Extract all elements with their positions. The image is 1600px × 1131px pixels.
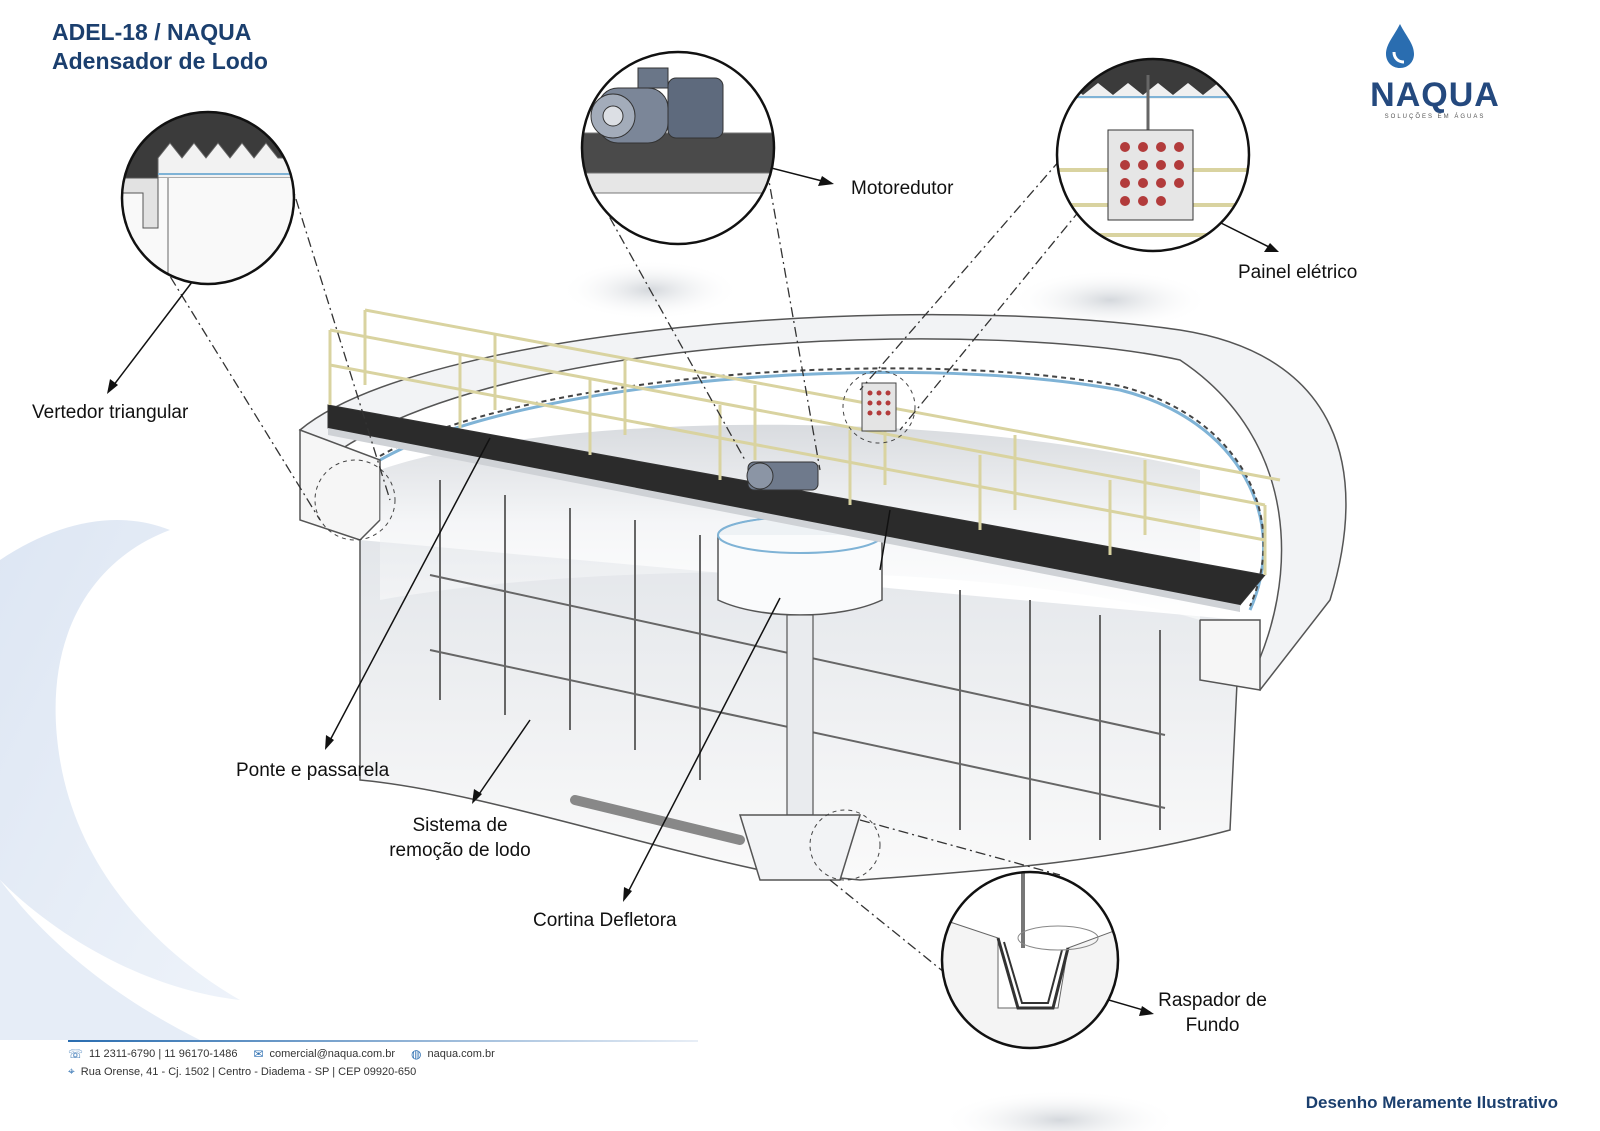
weir-detail-marker bbox=[314, 459, 396, 541]
phone-icon: ☏ bbox=[68, 1047, 84, 1061]
detail-leaders bbox=[159, 129, 1081, 986]
location-pin-icon: ⌖ bbox=[68, 1064, 75, 1078]
label-sistema-line-2: remoção de lodo bbox=[389, 840, 531, 861]
label-sistema-remocao: Sistema de remoção de lodo bbox=[380, 813, 540, 863]
label-vertedor-triangular: Vertedor triangular bbox=[32, 402, 189, 423]
label-painel-eletrico: Painel elétrico bbox=[1238, 262, 1358, 283]
arrow-heads bbox=[107, 176, 1279, 1016]
scraper-detail-bubble bbox=[940, 870, 1120, 1050]
water-drop-icon bbox=[1386, 24, 1414, 68]
weir-detail-bubble bbox=[120, 110, 296, 286]
footer-address: Rua Orense, 41 - Cj. 1502 | Centro - Dia… bbox=[80, 1065, 417, 1078]
title-line-1: ADEL-18 / NAQUA bbox=[52, 19, 252, 45]
callout-arrows bbox=[109, 159, 1276, 1013]
electrical-panel bbox=[842, 370, 916, 444]
bridge-walkway bbox=[327, 308, 1281, 612]
panel-detail-bubble bbox=[1055, 57, 1251, 253]
disclaimer: Desenho Meramente Ilustrativo bbox=[1305, 1093, 1558, 1112]
label-raspador-line-1: Raspador de bbox=[1158, 990, 1267, 1011]
mail-icon: ✉ bbox=[253, 1047, 264, 1061]
brand-tagline: SOLUÇÕES EM ÁGUAS bbox=[1384, 114, 1486, 120]
footer-email[interactable]: comercial@naqua.com.br bbox=[269, 1048, 396, 1060]
label-sistema-line-1: Sistema de bbox=[412, 815, 508, 836]
title-line-2: Adensador de Lodo bbox=[52, 48, 268, 74]
label-cortina-defletora: Cortina Defletora bbox=[533, 910, 677, 931]
footer-divider bbox=[68, 1040, 698, 1042]
label-raspador-fundo: Raspador de Fundo bbox=[1145, 988, 1280, 1038]
label-motoredutor: Motoredutor bbox=[851, 178, 954, 199]
brand-logo: NAQUA bbox=[1370, 76, 1500, 114]
label-ponte-passarela: Ponte e passarela bbox=[236, 760, 390, 781]
footer-contacts: ☏ 11 2311-6790 | 11 96170-1486 ✉ comerci… bbox=[68, 1047, 495, 1061]
footer-address-row: ⌖ Rua Orense, 41 - Cj. 1502 | Centro - D… bbox=[68, 1064, 416, 1079]
label-raspador-line-2: Fundo bbox=[1185, 1015, 1240, 1036]
page-title: ADEL-18 / NAQUA Adensador de Lodo bbox=[52, 18, 268, 76]
footer-phones: 11 2311-6790 | 11 96170-1486 bbox=[89, 1048, 238, 1060]
footer-website[interactable]: naqua.com.br bbox=[427, 1048, 495, 1060]
globe-icon: ◍ bbox=[411, 1047, 422, 1061]
motor-detail-bubble bbox=[580, 50, 776, 246]
scraper-detail-marker bbox=[809, 809, 881, 881]
gear-motor bbox=[746, 461, 819, 491]
